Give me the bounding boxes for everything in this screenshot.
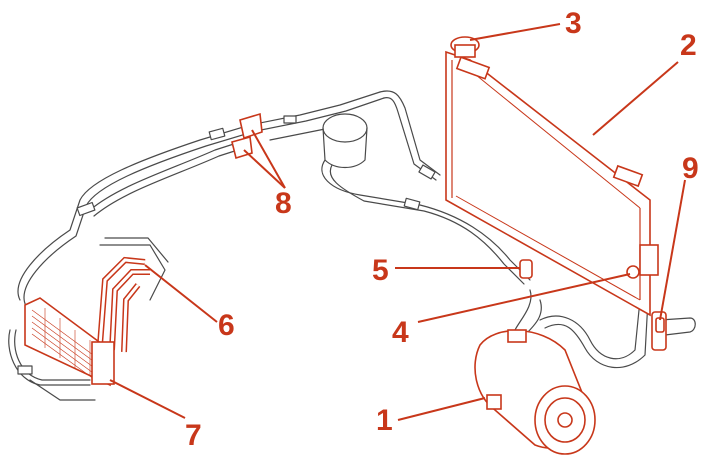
receiver-drier-cap [450,36,480,58]
callout-3: 3 [565,7,582,40]
condenser [445,50,659,317]
callout-1: 1 [376,404,393,437]
high-low-ports [231,112,263,160]
compressor [474,329,596,455]
callout-4: 4 [392,316,409,349]
pressure-sensor [626,265,640,279]
callout-6: 6 [218,309,235,342]
leader-lines [109,23,686,421]
callout-8: 8 [275,187,292,220]
callout-7: 7 [185,419,202,452]
callout-9: 9 [682,152,699,185]
evaporator-lines [97,256,150,353]
evaporator [24,297,115,387]
callout-5: 5 [372,254,389,287]
refrigerant-lines [8,90,696,401]
service-valve [519,259,533,279]
callout-labels: 1 2 3 4 5 6 7 8 9 [185,7,699,452]
drier-bracket [651,311,667,351]
callout-2: 2 [680,29,697,62]
